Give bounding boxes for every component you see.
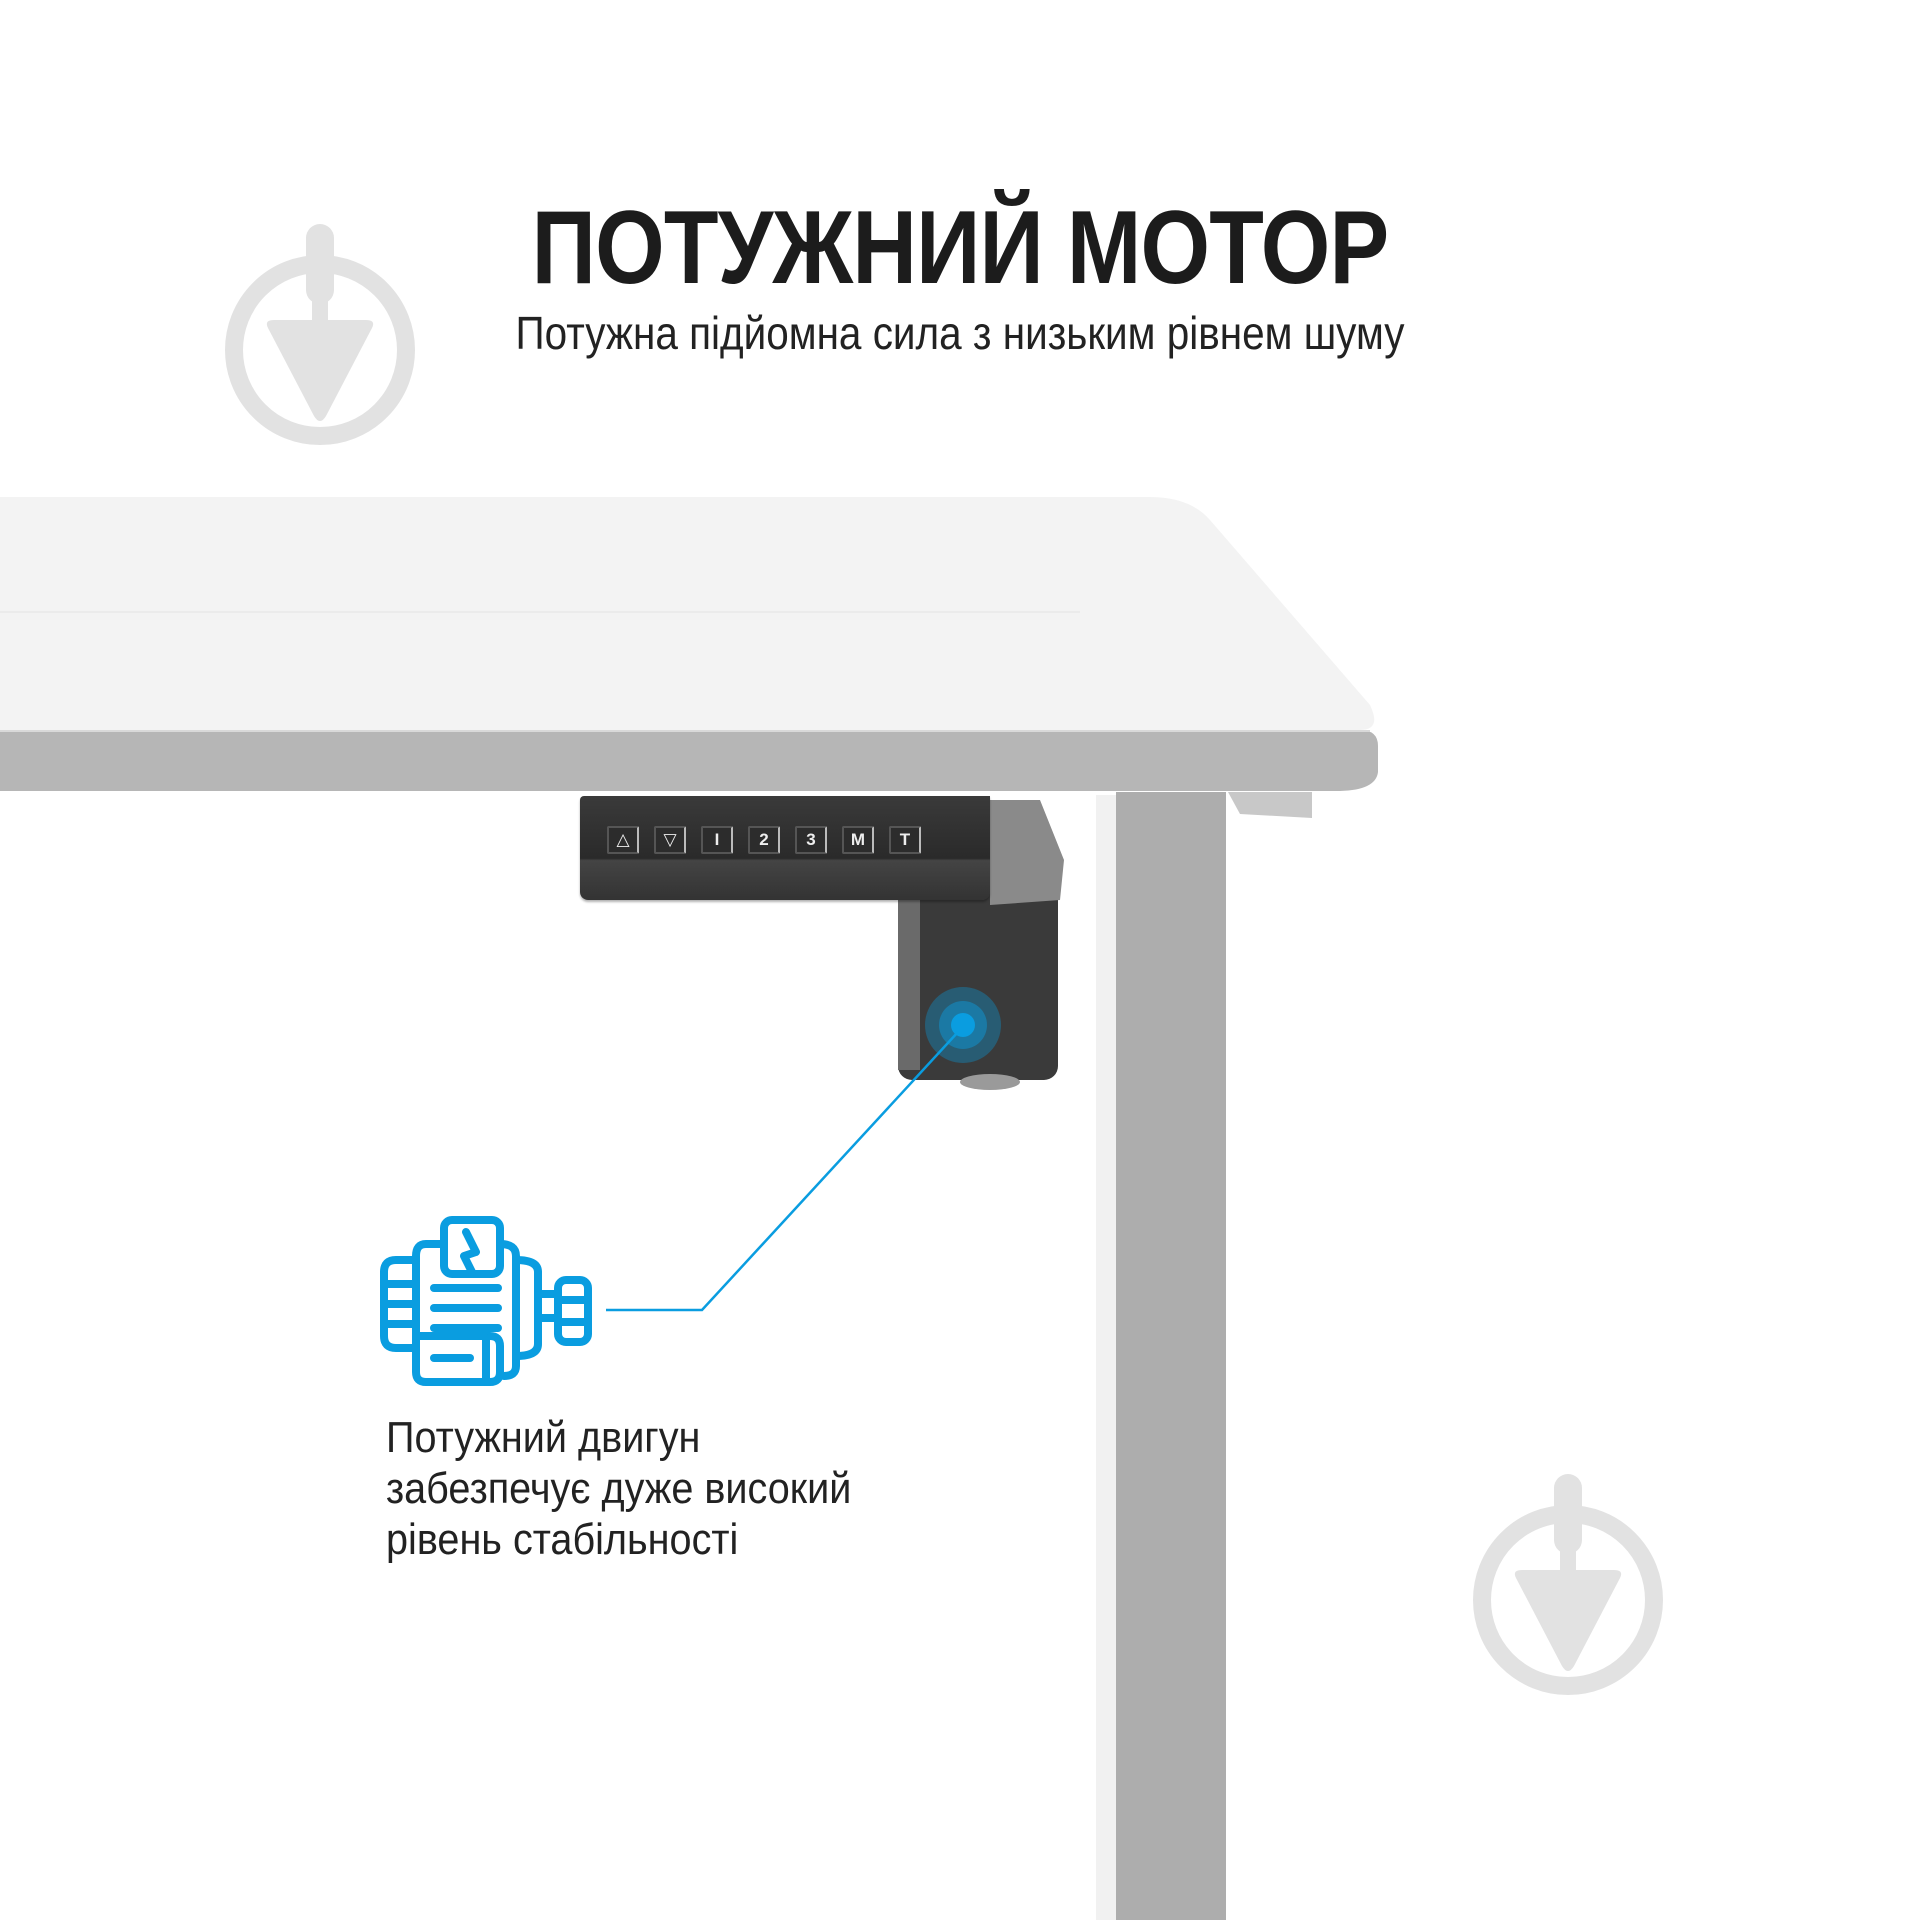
- watermark-logo-icon: [225, 224, 415, 445]
- height-control-keypad: △ ▽ I 2 3 M T: [580, 796, 990, 900]
- preset-3-button[interactable]: 3: [795, 826, 827, 854]
- preset-1-button[interactable]: I: [701, 826, 733, 854]
- memory-button[interactable]: M: [842, 826, 874, 854]
- preset-2-button[interactable]: 2: [748, 826, 780, 854]
- timer-button[interactable]: T: [889, 826, 921, 854]
- watermark-logo-icon: [1473, 1474, 1663, 1695]
- caption-line: Потужний двигун: [386, 1413, 701, 1462]
- caption-line: рівень стабільності: [386, 1515, 739, 1564]
- up-arrow-button[interactable]: △: [607, 826, 639, 854]
- down-arrow-button[interactable]: ▽: [654, 826, 686, 854]
- feature-caption: Потужний двигун забезпечує дуже високий …: [386, 1412, 944, 1565]
- page-title: ПОТУЖНИЙ МОТОР: [531, 190, 1390, 306]
- electric-motor-icon: [380, 1216, 592, 1386]
- caption-line: забезпечує дуже високий: [386, 1464, 852, 1513]
- page-subtitle: Потужна підйомна сила з низьким рівнем ш…: [515, 307, 1405, 359]
